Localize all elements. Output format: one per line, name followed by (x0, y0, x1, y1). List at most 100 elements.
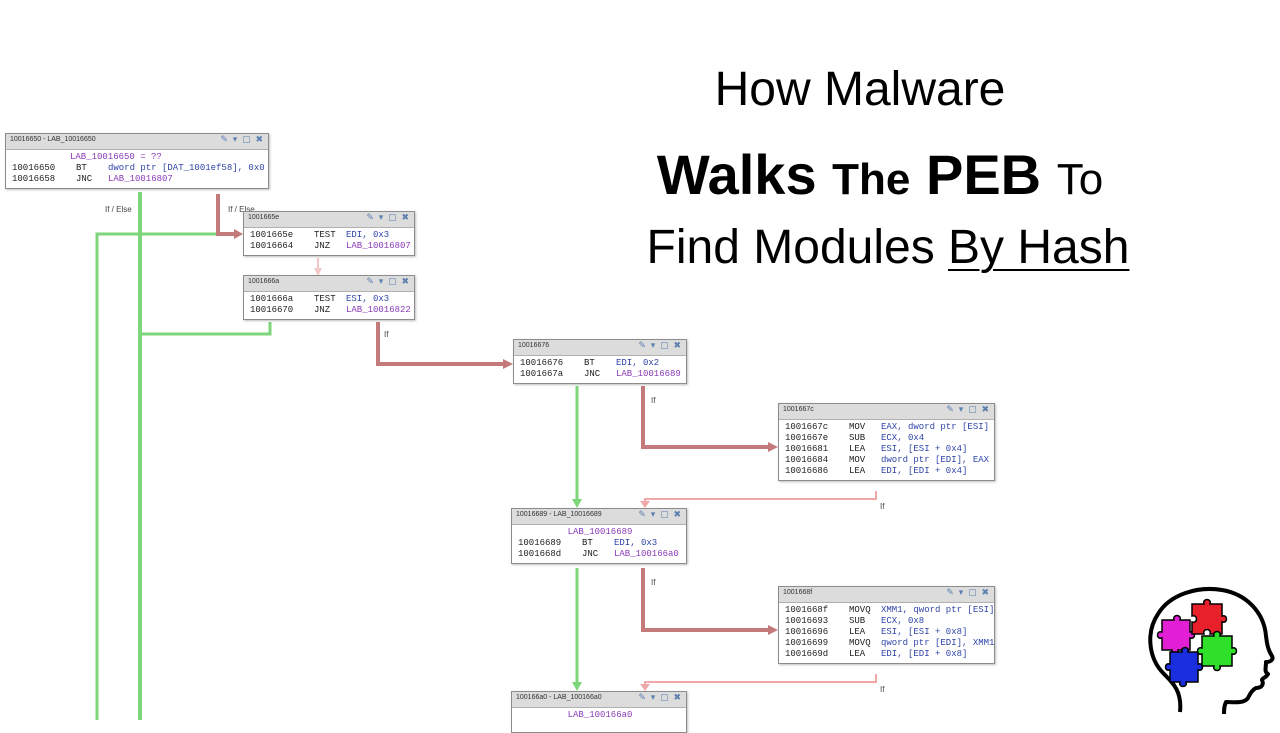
instr-mnemonic: JNC (582, 549, 599, 559)
block-label: LAB_100166a0 (567, 710, 633, 720)
block-label: LAB_10016650 = ?? (70, 152, 162, 162)
instr-operands: LAB_10016807 (108, 174, 173, 184)
title-walks: Walks (656, 143, 817, 206)
instr-mnemonic: TEST (314, 294, 336, 304)
window-controls-icon[interactable]: ✎ ▾ ▢ ✖ (220, 135, 264, 145)
instr-address: 1001668d (518, 549, 562, 559)
instr-address: 10016664 (250, 241, 294, 251)
block-header[interactable]: 1001668f ✎ ▾ ▢ ✖ (779, 587, 994, 603)
title-the: The (832, 155, 911, 204)
instr-operands: ESI, 0x3 (346, 294, 390, 304)
title-find-modules: Find Modules (646, 221, 949, 274)
instr-address: 10016699 (785, 638, 829, 648)
arrowhead (640, 684, 650, 691)
window-controls-icon[interactable]: ✎ ▾ ▢ ✖ (638, 693, 682, 703)
edge-true-from-b3 (140, 322, 272, 336)
instr-address: 10016681 (785, 444, 829, 454)
block-header[interactable]: 10016650 - LAB_10016650 ✎ ▾ ▢ ✖ (6, 134, 268, 150)
arrowhead (768, 625, 778, 635)
instr-mnemonic: LEA (849, 627, 866, 637)
instr-mnemonic: BT (76, 163, 87, 173)
instr-mnemonic: MOVQ (849, 605, 871, 615)
arrowhead (572, 499, 582, 508)
edge-label: If (384, 330, 389, 339)
instr-operands: dword ptr [EDI], EAX (881, 455, 990, 465)
instr-address: 10016696 (785, 627, 829, 637)
instr-mnemonic: MOVQ (849, 638, 871, 648)
block-header[interactable]: 10016676 ✎ ▾ ▢ ✖ (514, 340, 686, 356)
instr-mnemonic: SUB (849, 616, 866, 626)
window-controls-icon[interactable]: ✎ ▾ ▢ ✖ (366, 213, 410, 223)
instr-address: 10016670 (250, 305, 294, 315)
edge-label: If / Else (228, 205, 255, 214)
instr-address: 10016650 (12, 163, 56, 173)
instr-mnemonic: JNC (584, 369, 601, 379)
edge-false-b4-b5 (641, 386, 770, 449)
brain-puzzle-icon (1148, 587, 1275, 715)
instr-operands: EDI, 0x3 (346, 230, 390, 240)
code-block[interactable]: 10016650 - LAB_10016650 ✎ ▾ ▢ ✖ LAB_1001… (5, 133, 269, 189)
window-controls-icon[interactable]: ✎ ▾ ▢ ✖ (638, 510, 682, 520)
title-peb: PEB (925, 143, 1042, 206)
instr-address: 10016684 (785, 455, 829, 465)
edge-label: If (651, 396, 656, 405)
instr-address: 1001669d (785, 649, 829, 659)
instr-operands: ECX, 0x8 (881, 616, 925, 626)
block-header[interactable]: 1001666a ✎ ▾ ▢ ✖ (244, 276, 414, 292)
puzzle-piece-blue (1164, 646, 1204, 688)
code-block[interactable]: 100166a0 - LAB_100166a0 ✎ ▾ ▢ ✖ LAB_1001… (511, 691, 687, 733)
edge-false-b1-b2 (216, 194, 236, 236)
block-header[interactable]: 100166a0 - LAB_100166a0 ✎ ▾ ▢ ✖ (512, 692, 686, 708)
edge-label: If (880, 685, 885, 694)
window-controls-icon[interactable]: ✎ ▾ ▢ ✖ (946, 588, 990, 598)
block-header[interactable]: 1001665e ✎ ▾ ▢ ✖ (244, 212, 414, 228)
instr-mnemonic: BT (582, 538, 593, 548)
puzzle-piece-green (1196, 630, 1238, 672)
block-header[interactable]: 1001667c ✎ ▾ ▢ ✖ (779, 404, 994, 420)
instr-operands: XMM1, qword ptr [ESI] (881, 605, 995, 615)
block-header-address: 10016689 - LAB_10016689 (516, 511, 602, 518)
arrowhead (314, 268, 322, 276)
instr-address: 1001667a (520, 369, 564, 379)
window-controls-icon[interactable]: ✎ ▾ ▢ ✖ (366, 277, 410, 287)
instr-address: 10016689 (518, 538, 562, 548)
block-header[interactable]: 10016689 - LAB_10016689 ✎ ▾ ▢ ✖ (512, 509, 686, 525)
instruction-row[interactable]: 10016699 MOVQ qword ptr [EDI], XMM1 (785, 638, 994, 649)
title-to: To (1056, 155, 1104, 204)
window-controls-icon[interactable]: ✎ ▾ ▢ ✖ (946, 405, 990, 415)
instr-address: 10016686 (785, 466, 829, 476)
window-controls-icon[interactable]: ✎ ▾ ▢ ✖ (638, 341, 682, 351)
arrowhead (503, 359, 513, 369)
block-header-address: 10016650 - LAB_10016650 (10, 136, 96, 143)
instr-address: 1001667e (785, 433, 829, 443)
puzzle-piece-red (1191, 598, 1228, 635)
code-block[interactable]: 10016689 - LAB_10016689 ✎ ▾ ▢ ✖ LAB_1001… (511, 508, 687, 564)
instr-operands: qword ptr [EDI], XMM1 (881, 638, 995, 648)
block-header-address: 100166a0 - LAB_100166a0 (516, 694, 602, 701)
block-header-address: 10016676 (518, 342, 550, 349)
